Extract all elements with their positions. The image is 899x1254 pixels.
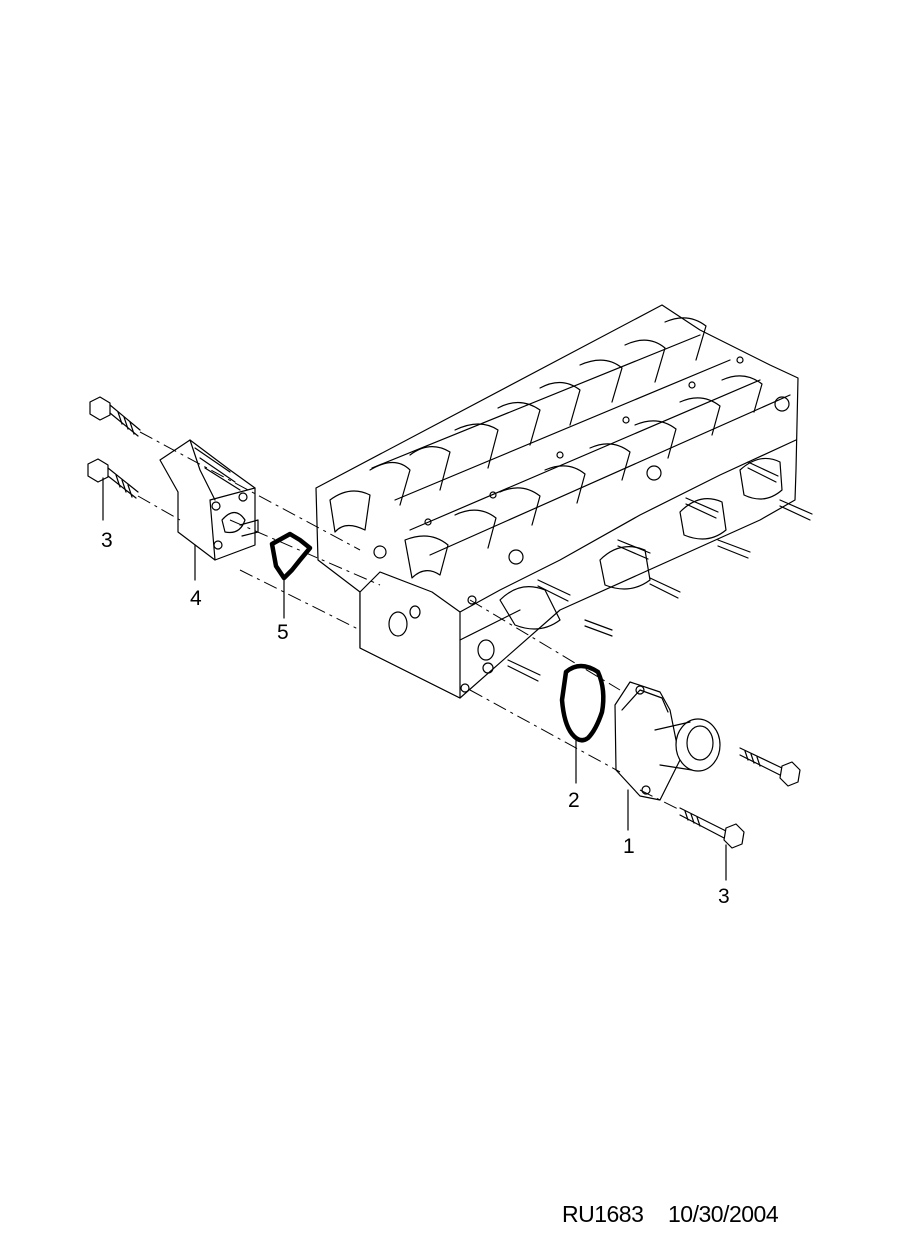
callout-3-right: 3 bbox=[718, 885, 730, 908]
callout-3-left: 3 bbox=[101, 529, 113, 552]
part-2-gasket bbox=[559, 663, 606, 743]
part-1-housing bbox=[614, 681, 721, 801]
part-5-gasket bbox=[269, 531, 313, 581]
bolt-lower-left bbox=[87, 458, 139, 499]
leader-lines bbox=[102, 477, 727, 881]
drawing-date: 10/30/2004 bbox=[668, 1201, 779, 1227]
drawing-code: RU1683 bbox=[562, 1201, 644, 1227]
center-lines bbox=[137, 431, 681, 811]
bolt-right-upper bbox=[739, 747, 801, 787]
bolt-upper-left bbox=[89, 396, 141, 437]
callout-4: 4 bbox=[190, 587, 202, 610]
part-4-housing bbox=[159, 439, 259, 561]
bolt-right-lower bbox=[679, 807, 745, 849]
callout-1: 1 bbox=[623, 835, 635, 858]
manifold-studs bbox=[507, 461, 813, 682]
callout-2: 2 bbox=[568, 789, 580, 812]
callout-5: 5 bbox=[277, 621, 289, 644]
cylinder-head bbox=[315, 304, 813, 699]
